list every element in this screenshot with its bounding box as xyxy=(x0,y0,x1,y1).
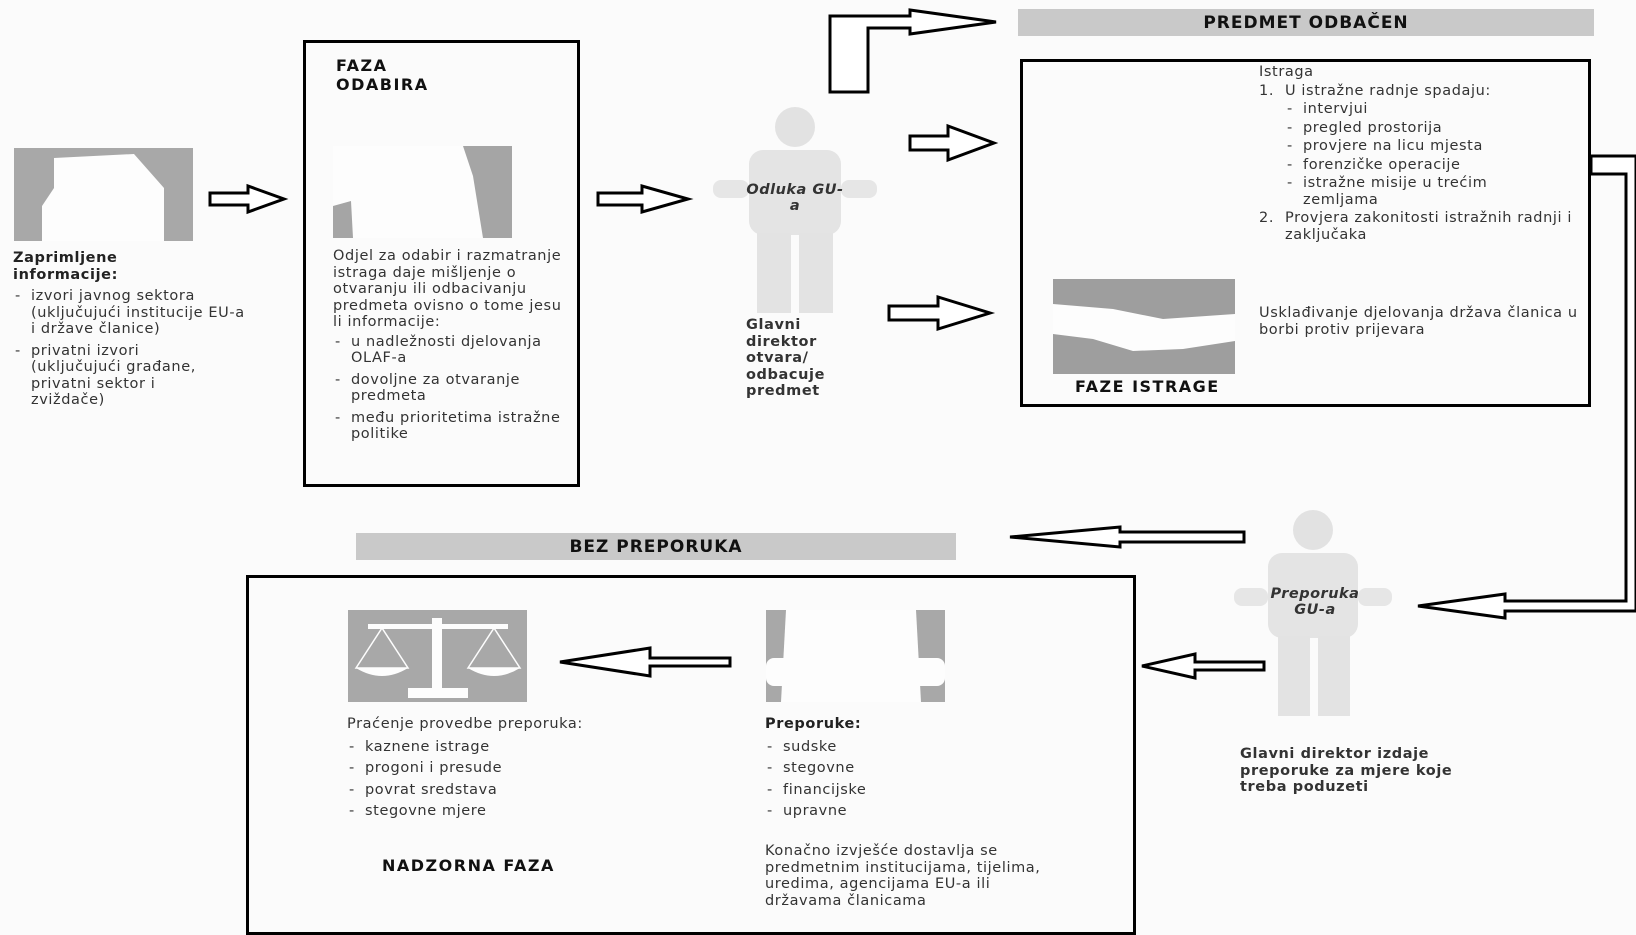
handshake-icon xyxy=(1053,279,1235,374)
list-item: među prioritetima istražne politike xyxy=(333,410,568,443)
coordination-text: Usklađivanje djelovanja država članica u… xyxy=(1259,305,1578,338)
list-item: istražne misije u trećim zemljama xyxy=(1285,175,1543,208)
monitoring-phase-box: Praćenje provedbe preporuka: kaznene ist… xyxy=(246,575,1136,935)
selection-phase-box: FAZA ODABIRA Odjel za odabir i razmatran… xyxy=(303,40,580,487)
arrow-left-icon xyxy=(1009,525,1246,549)
arrow-right-icon xyxy=(208,183,289,215)
scales-photo xyxy=(348,610,527,702)
investigation-actions: intervjui pregled prostorija provjere na… xyxy=(1285,101,1584,208)
paper-stack-icon xyxy=(333,146,512,238)
arrow-connector-icon xyxy=(1417,154,1636,620)
recommendation-figure-icon xyxy=(1234,510,1392,716)
arrow-right-icon xyxy=(596,184,694,214)
no-recommendations-label: BEZ PREPORUKA xyxy=(569,537,743,557)
list-item: pregled prostorija xyxy=(1285,120,1584,137)
received-info: Zaprimljene informacije: izvori javnog s… xyxy=(13,250,253,414)
list-item: stegovne xyxy=(765,760,1065,777)
investigation-step-2: Provjera zakonitosti istražnih radnji i … xyxy=(1285,210,1572,243)
decision-caption: Glavni direktor otvara/ odbacuje predmet xyxy=(746,317,826,399)
recommendations-photo xyxy=(766,610,945,702)
list-item: dovoljne za otvaranje predmeta xyxy=(333,372,568,405)
recommendation-caption: Glavni direktor izdaje preporuke za mjer… xyxy=(1240,746,1453,795)
list-item: intervjui xyxy=(1285,101,1584,118)
arrow-left-icon xyxy=(1141,652,1266,680)
arrow-right-icon xyxy=(908,123,999,163)
list-item: provjere na licu mjesta xyxy=(1285,138,1584,155)
selection-criteria: u nadležnosti djelovanja OLAF-a dovoljne… xyxy=(333,334,568,443)
decision-figure-label: Odluka GU-a xyxy=(746,182,844,214)
list-item: sudske xyxy=(765,739,1065,756)
monitoring-title: Praćenje provedbe preporuka: xyxy=(347,716,583,732)
list-item: forenzičke operacije xyxy=(1285,157,1584,174)
list-item: financijske xyxy=(765,782,1065,799)
list-item: stegovne mjere xyxy=(347,803,667,820)
no-recommendations-banner: BEZ PREPORUKA xyxy=(356,533,956,560)
recommendations-details: Preporuke: sudske stegovne financijske u… xyxy=(765,716,1065,825)
monitoring-phase-heading: NADZORNA FAZA xyxy=(382,856,555,875)
recommendation-figure-label: Preporuka GU-a xyxy=(1270,586,1360,618)
final-report-text: Konačno izvješće dostavlja se predmetnim… xyxy=(765,843,1041,909)
handshake-photo xyxy=(1053,279,1235,374)
monitoring-details: Praćenje provedbe preporuka: kaznene ist… xyxy=(347,716,667,825)
received-info-title: Zaprimljene informacije: xyxy=(13,250,118,283)
list-item: privatni izvori (uključujući građane, pr… xyxy=(13,343,221,409)
selection-description: Odjel za odabir i razmatranje istraga da… xyxy=(333,248,568,448)
recommendations-list: sudske stegovne financijske upravne xyxy=(765,739,1065,820)
case-dismissed-banner: PREDMET ODBAČEN xyxy=(1018,9,1594,36)
arrow-bent-right-icon xyxy=(828,8,997,94)
investigation-details: Istraga 1. U istražne radnje spadaju: in… xyxy=(1259,64,1584,245)
received-info-list: izvori javnog sektora (uključujući insti… xyxy=(13,288,253,409)
recommendations-title: Preporuke: xyxy=(765,716,862,732)
list-item: 2. Provjera zakonitosti istražnih radnji… xyxy=(1259,210,1572,243)
investigation-phase-heading: FAZE ISTRAGE xyxy=(1075,377,1220,396)
selection-phase-heading: FAZA ODABIRA xyxy=(336,56,429,94)
list-item: 1. U istražne radnje spadaju: intervjui … xyxy=(1259,83,1584,209)
arrow-right-icon xyxy=(887,294,996,332)
list-item: u nadležnosti djelovanja OLAF-a xyxy=(333,334,568,367)
document-icon xyxy=(14,148,193,241)
list-item: kaznene istrage xyxy=(347,739,667,756)
monitoring-list: kaznene istrage progoni i presude povrat… xyxy=(347,739,667,820)
selection-intro: Odjel za odabir i razmatranje istraga da… xyxy=(333,248,562,330)
investigation-step-1: U istražne radnje spadaju: xyxy=(1285,82,1491,99)
list-item: povrat sredstava xyxy=(347,782,667,799)
list-item: upravne xyxy=(765,803,1065,820)
document-signing-icon xyxy=(766,610,945,702)
investigation-steps: 1. U istražne radnje spadaju: intervjui … xyxy=(1259,83,1584,244)
documents-photo xyxy=(14,148,193,241)
arrow-left-icon xyxy=(559,646,732,678)
director-figure-icon xyxy=(713,107,877,313)
scales-of-justice-icon xyxy=(348,610,527,702)
list-item: izvori javnog sektora (uključujući insti… xyxy=(13,288,253,338)
investigation-title: Istraga xyxy=(1259,64,1314,80)
selection-photo xyxy=(333,146,512,238)
investigation-phase-box: Istraga 1. U istražne radnje spadaju: in… xyxy=(1020,59,1591,407)
list-item: progoni i presude xyxy=(347,760,667,777)
case-dismissed-label: PREDMET ODBAČEN xyxy=(1203,13,1409,33)
